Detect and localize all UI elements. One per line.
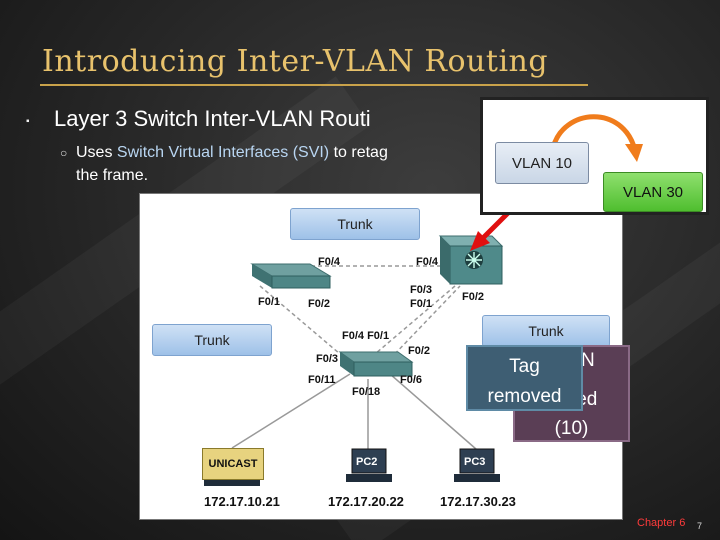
switch-s1-icon [250, 263, 332, 289]
svi-highlight: Switch Virtual Interfaces (SVI) [116, 144, 330, 161]
pc2-label: PC2 [356, 456, 378, 468]
pc3-label: PC3 [464, 456, 486, 468]
port-label: F0/6 [400, 374, 423, 386]
title-underline [40, 84, 588, 86]
trunk-label-right: Trunk [482, 315, 610, 347]
trunk-link [374, 285, 456, 355]
curved-arrow-icon [550, 114, 643, 162]
tag-front-line1: Tag [509, 356, 540, 377]
pc2-icon [346, 448, 392, 482]
vlan-retag-inset: VLAN 10 VLAN 30 [480, 97, 709, 215]
bullet-level1: Layer 3 Switch Inter-VLAN Routi [54, 106, 371, 131]
layer3-switch-icon [438, 235, 504, 285]
bullet-level2: Uses Switch Virtual Interfaces (SVI) to … [76, 144, 388, 162]
pc3-ip: 172.17.30.23 [440, 494, 516, 509]
footer-chapter: Chapter 6 [637, 517, 686, 529]
port-label: F0/3 [316, 353, 339, 365]
page-number: 7 [697, 521, 703, 531]
port-label: F0/1 [258, 296, 281, 308]
pc1-ip: 172.17.10.21 [204, 494, 280, 509]
port-label: F0/4 F0/1 [342, 330, 390, 342]
vlan30-box: VLAN 30 [603, 172, 703, 212]
bullet-level2-suffix: to retag [329, 144, 388, 161]
port-label: F0/1 [410, 298, 433, 310]
port-label: F0/3 [410, 284, 433, 296]
bullet-level2-prefix: Uses [76, 144, 117, 161]
bullet-icon: ▪ [26, 116, 30, 127]
pc2-ip: 172.17.20.22 [328, 494, 404, 509]
port-label: F0/2 [462, 291, 485, 303]
vlan10-box: VLAN 10 [495, 142, 589, 184]
pc3-icon [454, 448, 500, 482]
tag-back-line3: (10) [554, 418, 589, 439]
trunk-link [389, 285, 461, 360]
tag-front-line2: removed [487, 386, 562, 407]
slide-title: Introducing Inter-VLAN Routing [42, 44, 549, 79]
port-label: F0/2 [408, 345, 431, 357]
bullet-level2-line2: the frame. [76, 167, 149, 184]
port-label: F0/11 [308, 374, 336, 386]
switch-s2-icon [338, 351, 414, 377]
trunk-label-left: Trunk [152, 324, 272, 356]
port-label: F0/4 [416, 256, 439, 268]
port-label: F0/2 [308, 298, 331, 310]
diagram-links [204, 235, 504, 486]
bullet-icon: ○ [60, 146, 68, 160]
trunk-link [259, 285, 341, 355]
port-label: F0/18 [352, 386, 381, 398]
access-link [231, 373, 351, 449]
tag-removed-box: Tag removed [466, 345, 583, 411]
port-label: F0/4 [318, 256, 341, 268]
unicast-badge: UNICAST [202, 448, 264, 480]
trunk-label-top: Trunk [290, 208, 420, 240]
access-link [389, 373, 477, 450]
